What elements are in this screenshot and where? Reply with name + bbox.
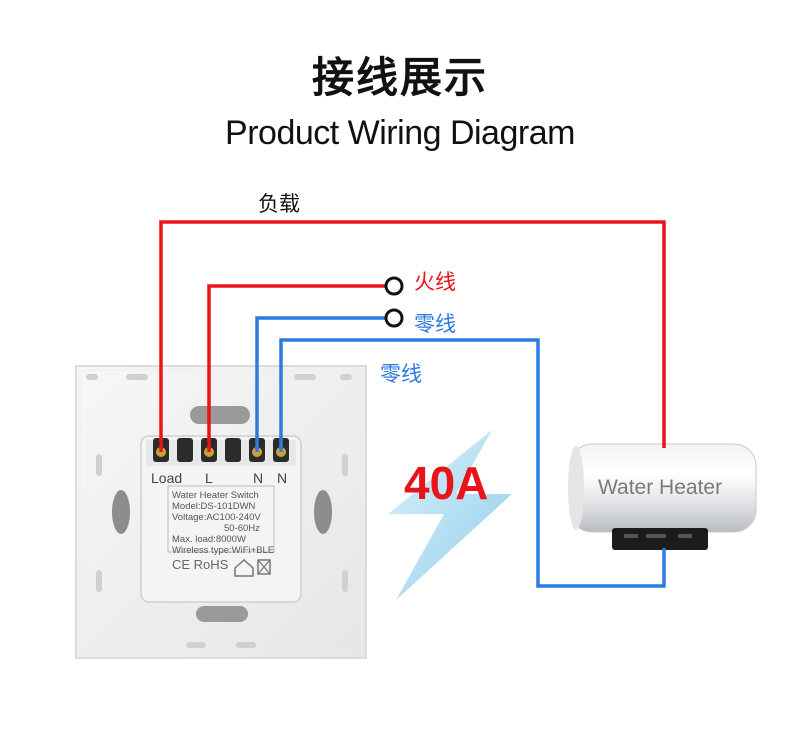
switch-model: Model:DS-101DWN [172,501,256,512]
lightning-bolt-icon [388,430,512,600]
terminal-label-n1: N [253,470,264,486]
terminal-label-l: L [205,470,213,486]
live-terminal-ring [384,276,404,296]
neutral-label-2: 零线 [380,362,422,386]
switch-panel [75,365,367,659]
neutral-wire-1 [255,316,386,452]
current-rating: 40A [404,457,489,509]
neutral-terminal-ring [384,308,404,328]
load-label: 负载 [258,192,300,216]
switch-wireless: Wireless type:WiFi+BLE [172,545,275,556]
terminal-label-n2: N [277,470,288,486]
certification-marks: CE RoHS [172,557,229,572]
switch-voltage: Voltage:AC100-240V [172,512,261,523]
switch-frequency: 50-60Hz [224,523,260,534]
heater-label: Water Heater [598,476,723,499]
switch-name: Water Heater Switch [172,490,259,501]
switch-max-load: Max. load:8000W [172,534,246,545]
terminal-label-load: Load [151,470,183,486]
neutral-label-1: 零线 [414,312,456,336]
page-title-cn: 接线展示 [311,53,488,102]
live-label: 火线 [414,270,456,294]
load-wire [159,220,666,452]
switch-info: Water Heater Switch Model:DS-101DWN Volt… [172,490,276,556]
neutral-wire-2 [279,338,666,588]
page-title-en: Product Wiring Diagram [225,114,575,152]
water-heater [568,443,757,550]
live-wire [207,284,386,452]
